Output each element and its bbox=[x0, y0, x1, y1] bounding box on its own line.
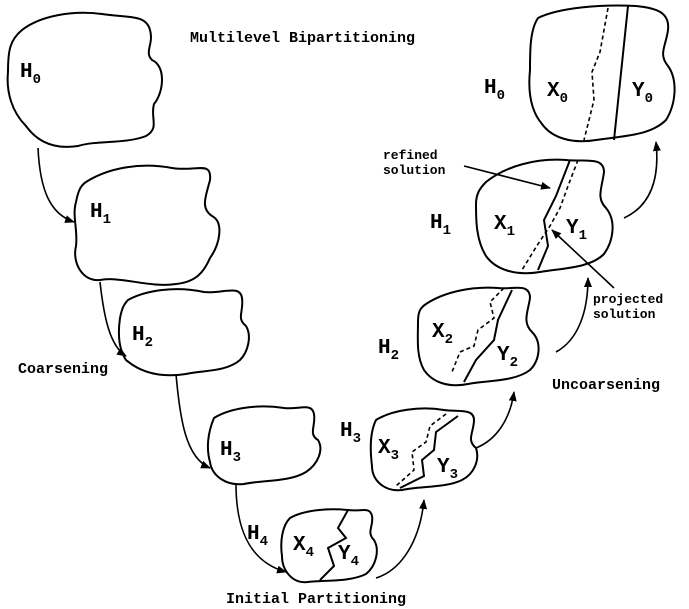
partition-cut bbox=[319, 509, 349, 581]
graph-label: H3 bbox=[220, 439, 241, 466]
graph-shape bbox=[528, 4, 676, 143]
uncoarsen-arrow-2 bbox=[555, 277, 592, 353]
coarsen-arrow-0 bbox=[37, 147, 75, 223]
projected-cut bbox=[395, 413, 447, 487]
part-label-y: Y0 bbox=[632, 80, 653, 107]
graph-shape bbox=[475, 158, 614, 275]
initial-partitioning-label: Initial Partitioning bbox=[226, 591, 406, 608]
graph-shape bbox=[416, 286, 540, 387]
coarsening-label: Coarsening bbox=[18, 361, 108, 378]
refined-solution-pointer bbox=[463, 165, 551, 190]
graph-h4-initial: H4 X4 Y4 bbox=[247, 508, 378, 584]
part-label-x: X2 bbox=[432, 321, 453, 348]
graph-shape bbox=[206, 405, 322, 486]
graph-shape bbox=[73, 164, 221, 286]
uncoarsen-arrow-3 bbox=[623, 141, 661, 219]
uncoarsen-arrow-1 bbox=[475, 391, 517, 449]
part-label-x: X0 bbox=[547, 80, 568, 107]
projected-solution-pointer bbox=[551, 229, 615, 289]
coarsen-arrow-1 bbox=[99, 281, 127, 357]
graph-label: H0 bbox=[20, 61, 41, 88]
part-label-y: Y4 bbox=[338, 543, 359, 570]
coarsen-arrow-2 bbox=[175, 373, 211, 469]
part-label-y: Y3 bbox=[437, 456, 458, 483]
projected-cut bbox=[583, 7, 609, 141]
graph-h3-coarse: H3 bbox=[206, 405, 322, 486]
graph-label: H1 bbox=[90, 201, 111, 228]
graph-label-h: H4 bbox=[247, 523, 268, 550]
refined-cut bbox=[399, 415, 459, 489]
part-label-y: Y1 bbox=[566, 217, 587, 244]
graph-h2-coarse: H2 bbox=[117, 288, 250, 377]
refined-cut bbox=[613, 5, 629, 141]
graph-label-h: H1 bbox=[430, 212, 451, 239]
graph-label-h: H3 bbox=[340, 420, 361, 447]
projected-cut bbox=[521, 159, 579, 271]
graph-h3-partitioned: H3 X3 Y3 bbox=[340, 407, 479, 492]
graph-shape bbox=[280, 508, 378, 584]
part-label-x: X1 bbox=[494, 213, 515, 240]
projected-cut bbox=[451, 287, 505, 373]
diagram-title: Multilevel Bipartitioning bbox=[190, 30, 415, 47]
graph-h1-partitioned: H1 X1 Y1 bbox=[430, 158, 614, 275]
graph-h1-coarse: H1 bbox=[73, 164, 221, 286]
uncoarsen-arrow-0 bbox=[375, 499, 428, 579]
part-label-x: X4 bbox=[293, 534, 314, 561]
graph-h0-partitioned: H0 X0 Y0 bbox=[484, 4, 676, 143]
graph-shape bbox=[6, 11, 163, 148]
part-label-y: Y2 bbox=[497, 344, 518, 371]
graph-h2-partitioned: H2 X2 Y2 bbox=[378, 286, 540, 387]
graph-h0-coarse: H0 bbox=[6, 11, 163, 148]
part-label-x: X3 bbox=[378, 437, 399, 464]
graph-label-h: H0 bbox=[484, 77, 505, 104]
refined-cut bbox=[463, 289, 513, 383]
graph-shape bbox=[369, 407, 479, 492]
graph-shape bbox=[117, 288, 250, 377]
graph-label-h: H2 bbox=[378, 337, 399, 364]
graph-label: H2 bbox=[132, 324, 153, 351]
coarsen-arrow-3 bbox=[235, 483, 287, 574]
uncoarsening-label: Uncoarsening bbox=[552, 377, 660, 394]
refined-cut bbox=[537, 159, 571, 271]
